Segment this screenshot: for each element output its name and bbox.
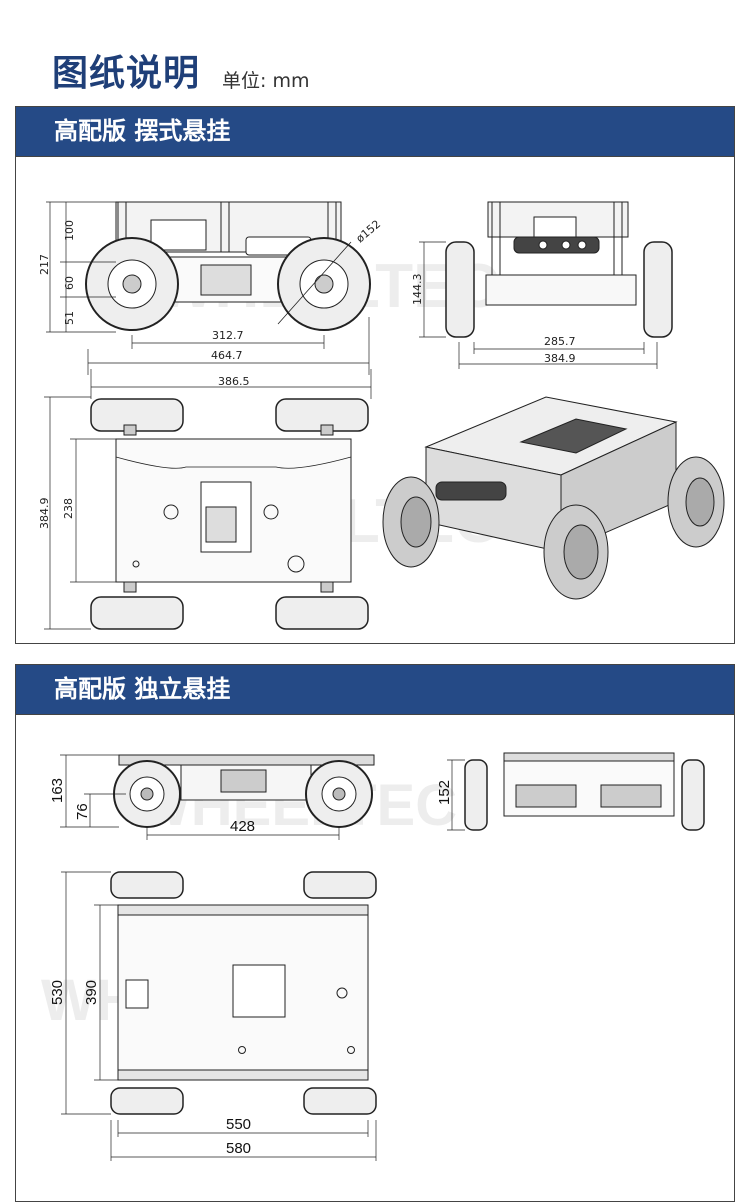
- dim-label: 60: [63, 276, 76, 290]
- unit-label: 单位: mm: [222, 70, 310, 92]
- side-view-diagram: [447, 752, 705, 831]
- dim-label: 464.7: [211, 349, 243, 362]
- dim-label: 384.9: [544, 352, 576, 365]
- section-independent-suspension: 高配版 独立悬挂 WHEELTEC WHEELTEC 163 76 428: [15, 664, 735, 1202]
- drawing-swing-suspension: WHEELTEC WHEELTEC: [38, 201, 725, 630]
- dim-label: 238: [62, 498, 75, 519]
- front-view-diagram: [60, 754, 375, 840]
- dim-label: 51: [63, 311, 76, 325]
- dim-label: 217: [38, 254, 51, 275]
- side-view-diagram: [419, 201, 673, 369]
- dim-label: 390: [83, 980, 100, 1005]
- drawing-independent-suspension: WHEELTEC WHEELTEC 163 76 428: [41, 752, 705, 1161]
- top-view-diagram: [61, 871, 377, 1161]
- dim-label: 550: [226, 1116, 251, 1133]
- dim-label: 163: [49, 778, 66, 803]
- dim-label: 76: [74, 803, 91, 820]
- dim-label: 428: [230, 818, 255, 835]
- section-swing-suspension: 高配版 摆式悬挂 WHEELTEC WHEELTEC: [15, 106, 735, 644]
- dim-label: 580: [226, 1140, 251, 1157]
- top-view-diagram: [44, 369, 372, 630]
- dim-label: 152: [436, 780, 453, 805]
- dim-label: 100: [63, 220, 76, 241]
- dim-label: 285.7: [544, 335, 576, 348]
- dim-label: 144.3: [411, 274, 424, 306]
- dim-label: 386.5: [218, 375, 250, 388]
- dim-label: 312.7: [212, 329, 244, 342]
- isometric-robot-illustration: [382, 396, 725, 600]
- dim-label: 384.9: [38, 498, 51, 530]
- dim-label: 530: [49, 980, 66, 1005]
- section-title: 高配版 摆式悬挂: [16, 107, 734, 157]
- section-title: 高配版 独立悬挂: [16, 665, 734, 715]
- dim-label: ø152: [354, 218, 384, 246]
- front-view-diagram: [46, 201, 371, 375]
- page-title: 图纸说明: [52, 53, 201, 94]
